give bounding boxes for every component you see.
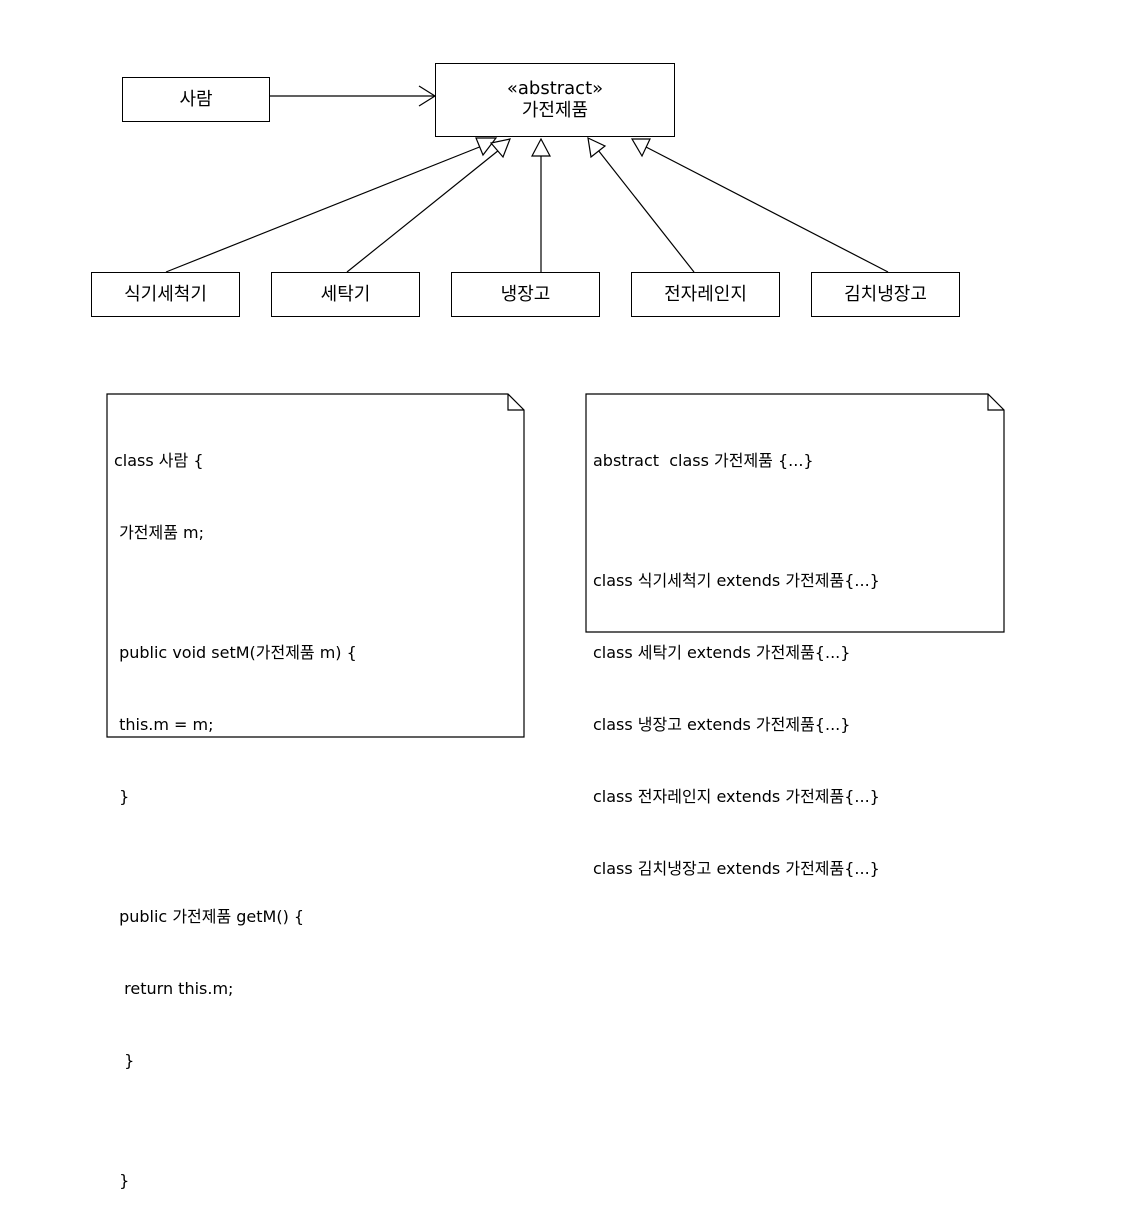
code-line: } xyxy=(114,1171,130,1190)
abstract-class-name: 가전제품 xyxy=(521,100,589,121)
inheritance-arrowhead-microwave xyxy=(587,136,607,159)
subclass-box-dishwasher[interactable]: 식기세척기 xyxy=(91,272,240,317)
code-line: 가전제품 m; xyxy=(114,523,205,542)
code-line: } xyxy=(114,787,130,806)
inheritance-arrowhead-kimchi-fridge xyxy=(630,138,651,158)
inheritance-arrowhead-dishwasher xyxy=(475,137,498,157)
code-line: class 식기세척기 extends 가전제품{...} xyxy=(593,571,880,590)
subclass-name: 전자레인지 xyxy=(664,283,747,305)
code-line: class 사람 { xyxy=(114,451,204,470)
abstract-stereotype: «abstract» xyxy=(506,78,604,100)
subclass-name: 식기세척기 xyxy=(124,283,207,305)
code-line: abstract class 가전제품 {...} xyxy=(593,451,814,470)
subclass-name: 세탁기 xyxy=(320,283,371,305)
inheritance-line-dishwasher xyxy=(165,145,483,273)
person-code-note: class 사람 { 가전제품 m; public void setM(가전제품… xyxy=(114,401,504,1217)
inheritance-line-washer xyxy=(346,149,500,273)
subclass-name: 냉장고 xyxy=(500,283,551,305)
inheritance-line-kimchi-fridge xyxy=(645,146,889,273)
inheritance-line-microwave xyxy=(597,149,695,273)
code-line: public void setM(가전제품 m) { xyxy=(114,643,357,662)
code-line: class 세탁기 extends 가전제품{...} xyxy=(593,643,851,662)
person-class-box[interactable]: 사람 xyxy=(122,77,270,122)
inheritance-arrowhead-fridge xyxy=(531,137,551,157)
appliance-abstract-class-box[interactable]: «abstract» 가전제품 xyxy=(435,63,675,137)
code-line: class 냉장고 extends 가전제품{...} xyxy=(593,715,851,734)
person-code-note-frame xyxy=(106,393,525,738)
class-code-note: abstract class 가전제품 {...} class 식기세척기 ex… xyxy=(593,401,983,905)
code-line: this.m = m; xyxy=(114,715,214,734)
inheritance-arrowhead-washer xyxy=(489,138,511,159)
code-line: public 가전제품 getM() { xyxy=(114,907,305,926)
subclass-box-washer[interactable]: 세탁기 xyxy=(271,272,420,317)
person-class-name: 사람 xyxy=(179,88,213,110)
code-line: class 전자레인지 extends 가전제품{...} xyxy=(593,787,880,806)
subclass-box-microwave[interactable]: 전자레인지 xyxy=(631,272,780,317)
code-line: return this.m; xyxy=(114,979,234,998)
code-line: } xyxy=(114,1051,135,1070)
diagram-canvas xyxy=(106,85,1005,738)
code-line: class 김치냉장고 extends 가전제품{...} xyxy=(593,859,880,878)
class-code-note-frame xyxy=(585,393,1005,633)
subclass-name: 김치냉장고 xyxy=(844,283,927,305)
subclass-box-fridge[interactable]: 냉장고 xyxy=(451,272,600,317)
subclass-box-kimchi-fridge[interactable]: 김치냉장고 xyxy=(811,272,960,317)
